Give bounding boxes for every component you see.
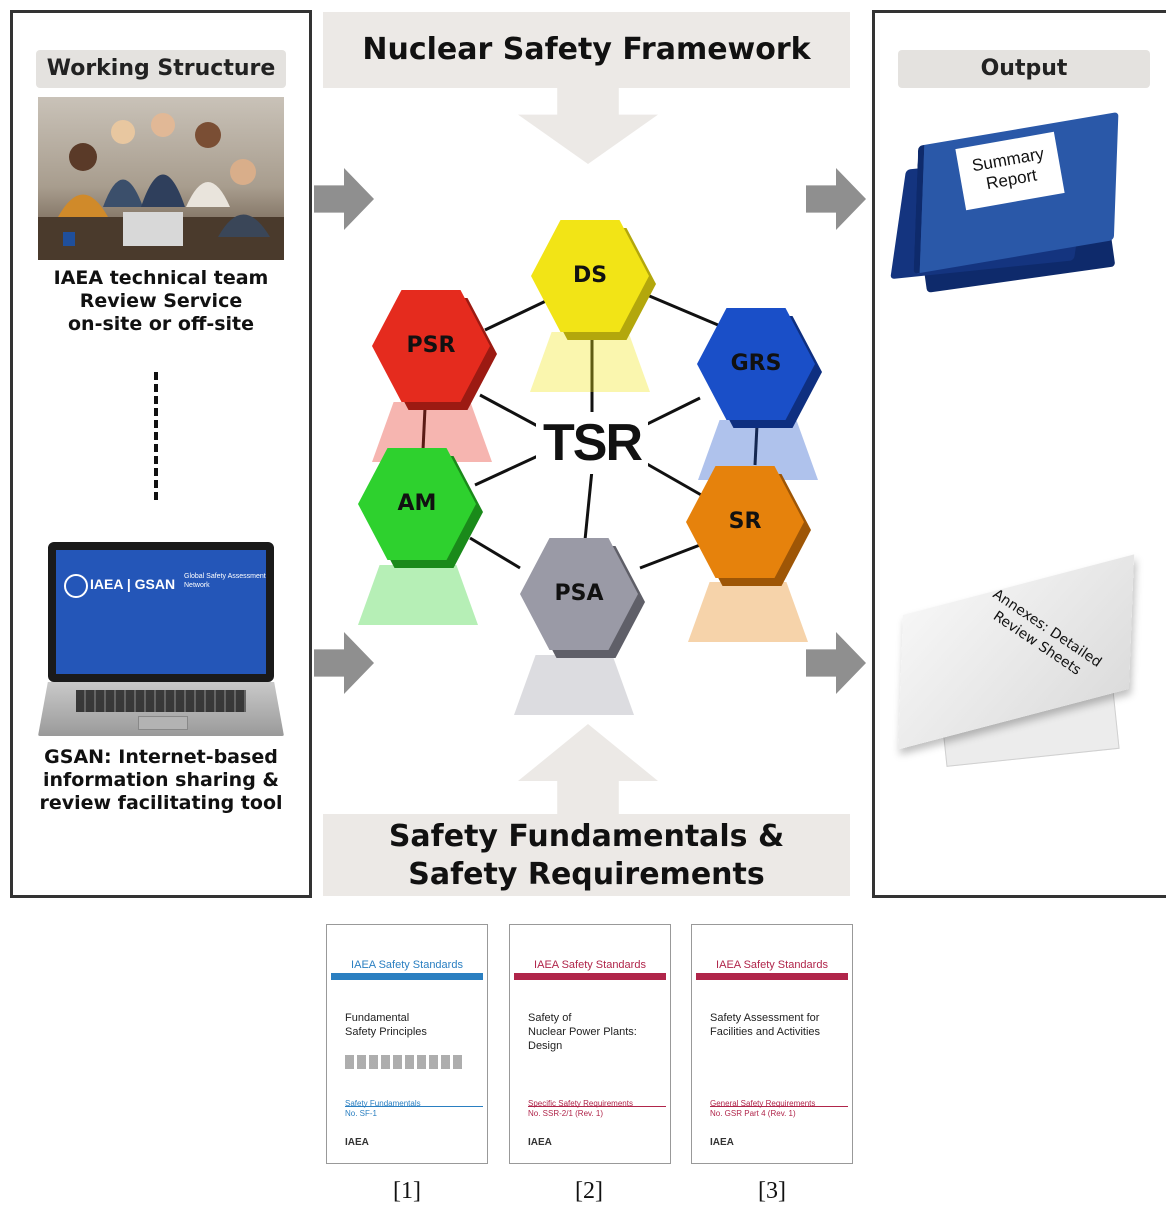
team-caption: IAEA technical team Review Service on-si… <box>38 267 284 336</box>
book-number: No. GSR Part 4 (Rev. 1) <box>710 1109 796 1118</box>
reference-label-1: [1] <box>393 1178 421 1204</box>
book-series: IAEA Safety Standards <box>716 959 828 971</box>
book-title: Safety of Nuclear Power Plants: Design <box>528 1011 662 1053</box>
ds-reflection <box>530 332 650 392</box>
sr-reflection <box>688 582 808 642</box>
reference-book-3: IAEA Safety Standards Safety Assessment … <box>691 924 853 1164</box>
team-caption-line-2: Review Service <box>79 290 243 312</box>
book-title-line: Nuclear Power Plants: <box>528 1026 637 1038</box>
book-tagline-bar <box>331 973 483 980</box>
book-category: Safety Fundamentals <box>345 1099 421 1108</box>
book-number: No. SSR-2/1 (Rev. 1) <box>528 1109 603 1118</box>
sponsor-logos <box>345 1055 465 1069</box>
book-rule <box>710 1106 848 1107</box>
team-caption-line-1: IAEA technical team <box>53 267 269 289</box>
node-label-psa: PSA <box>554 581 604 606</box>
hex-node-sr: SR <box>686 466 816 586</box>
gsan-caption-line-2: information sharing & <box>43 769 279 791</box>
book-tagline-bar <box>514 973 666 980</box>
reference-book-2: IAEA Safety Standards Safety of Nuclear … <box>509 924 671 1164</box>
node-label-sr: SR <box>728 509 762 534</box>
book-title: Fundamental Safety Principles <box>345 1011 479 1039</box>
hex-node-ds: DS <box>531 220 661 340</box>
book-title-line: Facilities and Activities <box>710 1026 821 1038</box>
book-title: Safety Assessment for Facilities and Act… <box>710 1011 844 1039</box>
hex-node-psa: PSA <box>520 538 650 658</box>
book-series: IAEA Safety Standards <box>351 959 463 971</box>
hex-node-grs: GRS <box>697 308 827 428</box>
book-title-line: Design <box>528 1040 563 1052</box>
reference-label-2: [2] <box>575 1178 603 1204</box>
gsan-screen-subtext: Global Safety Assessment Network <box>184 573 266 589</box>
tsr-hub-label: TSR <box>536 412 648 474</box>
annexes-paper-icon: Annexes: Detailed Review Sheets <box>892 554 1166 790</box>
nuclear-safety-framework-banner: Nuclear Safety Framework <box>323 12 850 88</box>
safety-fundamentals-line-1: Safety Fundamentals & <box>388 819 785 854</box>
node-label-am: AM <box>397 491 437 516</box>
book-publisher: IAEA <box>710 1137 734 1148</box>
hex-node-psr: PSR <box>372 290 502 410</box>
iaea-logo-icon <box>64 574 88 598</box>
working-structure-title: Working Structure <box>36 50 286 88</box>
book-category: General Safety Requirements <box>710 1099 816 1108</box>
laptop-screen: IAEA | GSAN Global Safety Assessment Net… <box>48 542 274 682</box>
book-category: Specific Safety Requirements <box>528 1099 633 1108</box>
dashed-connector <box>154 372 158 500</box>
safety-fundamentals-line-2: Safety Requirements <box>408 857 765 892</box>
book-title-line: Safety Assessment for <box>710 1012 820 1024</box>
book-rule <box>528 1106 666 1107</box>
node-label-grs: GRS <box>730 351 782 376</box>
gsan-caption-line-1: GSAN: Internet-based <box>44 746 278 768</box>
team-photo <box>38 97 284 260</box>
book-number: No. SF-1 <box>345 1109 378 1118</box>
book-title-line: Safety of <box>528 1012 572 1024</box>
book-title-line: Fundamental <box>345 1012 410 1024</box>
node-label-ds: DS <box>572 263 608 288</box>
book-publisher: IAEA <box>345 1137 369 1148</box>
safety-fundamentals-banner: Safety Fundamentals & Safety Requirement… <box>323 814 850 896</box>
summary-report-icon: Summary Report <box>880 111 1166 300</box>
reference-label-3: [3] <box>758 1178 786 1204</box>
hex-node-am: AM <box>358 448 488 568</box>
book-series: IAEA Safety Standards <box>534 959 646 971</box>
psa-reflection <box>514 655 634 715</box>
output-title: Output <box>898 50 1150 88</box>
node-label-psr: PSR <box>406 333 456 358</box>
book-title-line: Safety Principles <box>345 1026 427 1038</box>
book-tagline-bar <box>696 973 848 980</box>
laptop-base <box>38 682 284 736</box>
book-publisher: IAEA <box>528 1137 552 1148</box>
gsan-caption-line-3: review facilitating tool <box>39 792 283 814</box>
laptop-icon: IAEA | GSAN Global Safety Assessment Net… <box>38 542 284 742</box>
am-reflection <box>358 565 478 625</box>
book-rule <box>345 1106 483 1107</box>
gsan-caption: GSAN: Internet-based information sharing… <box>30 746 292 815</box>
team-caption-line-3: on-site or off-site <box>67 313 255 335</box>
gsan-screen-text: IAEA | GSAN <box>90 576 176 592</box>
reference-book-1: IAEA Safety Standards Fundamental Safety… <box>326 924 488 1164</box>
